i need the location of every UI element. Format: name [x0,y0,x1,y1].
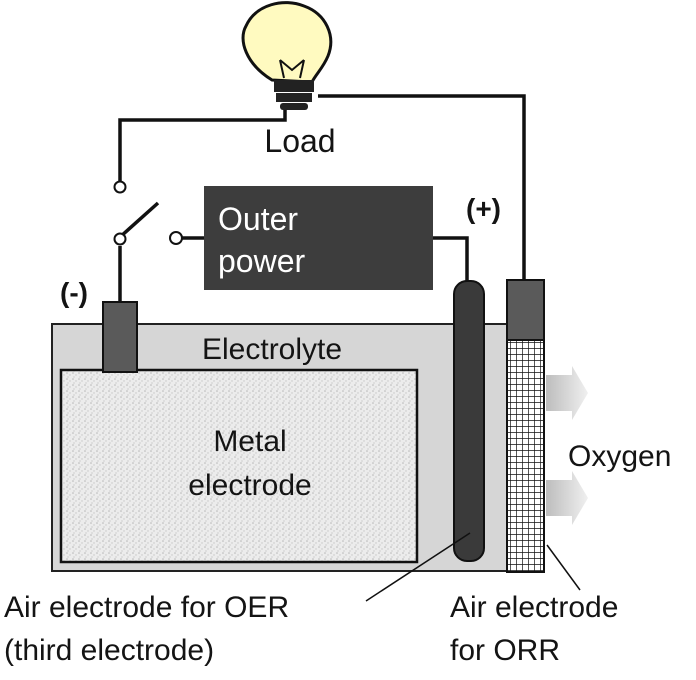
oer-electrode-label-line2: (third electrode) [4,634,214,667]
metal-electrode-label-line1: Metal [213,425,286,458]
orr-electrode-mesh [506,339,545,573]
light-bulb-icon [241,1,333,110]
oer-pointer-line [365,532,471,602]
oer-electrode-label-line1: Air electrode for OER [4,591,289,624]
outer-power-label-line2: power [218,243,306,279]
metal-electrode-label-line2: electrode [188,469,311,502]
outer-power-box [204,186,433,290]
switch-icon [113,180,183,246]
orr-electrode-label-line1: Air electrode [450,591,618,624]
orr-electrode-label-line2: for ORR [450,634,560,667]
wire-bulb-to-orr [318,94,526,280]
oxygen-arrows [546,366,588,525]
load-label: Load [264,123,335,159]
orr-pointer-line [546,544,581,591]
arrow-right-icon [546,366,588,420]
circuit-wires [118,94,526,302]
oer-electrode-rod [453,280,485,562]
positive-terminal-label: (+) [466,193,501,224]
orr-terminal [506,279,545,341]
electrolyte-label: Electrolyte [202,333,342,366]
outer-power-label-line1: Outer [218,201,298,237]
negative-terminal [102,301,138,373]
oxygen-label: Oxygen [568,440,671,473]
metal-electrode [59,368,419,564]
wire-load-to-switch [118,105,287,182]
wire-power-to-oer [433,236,469,281]
negative-terminal-label: (-) [60,277,88,308]
arrow-right-icon [546,471,588,525]
